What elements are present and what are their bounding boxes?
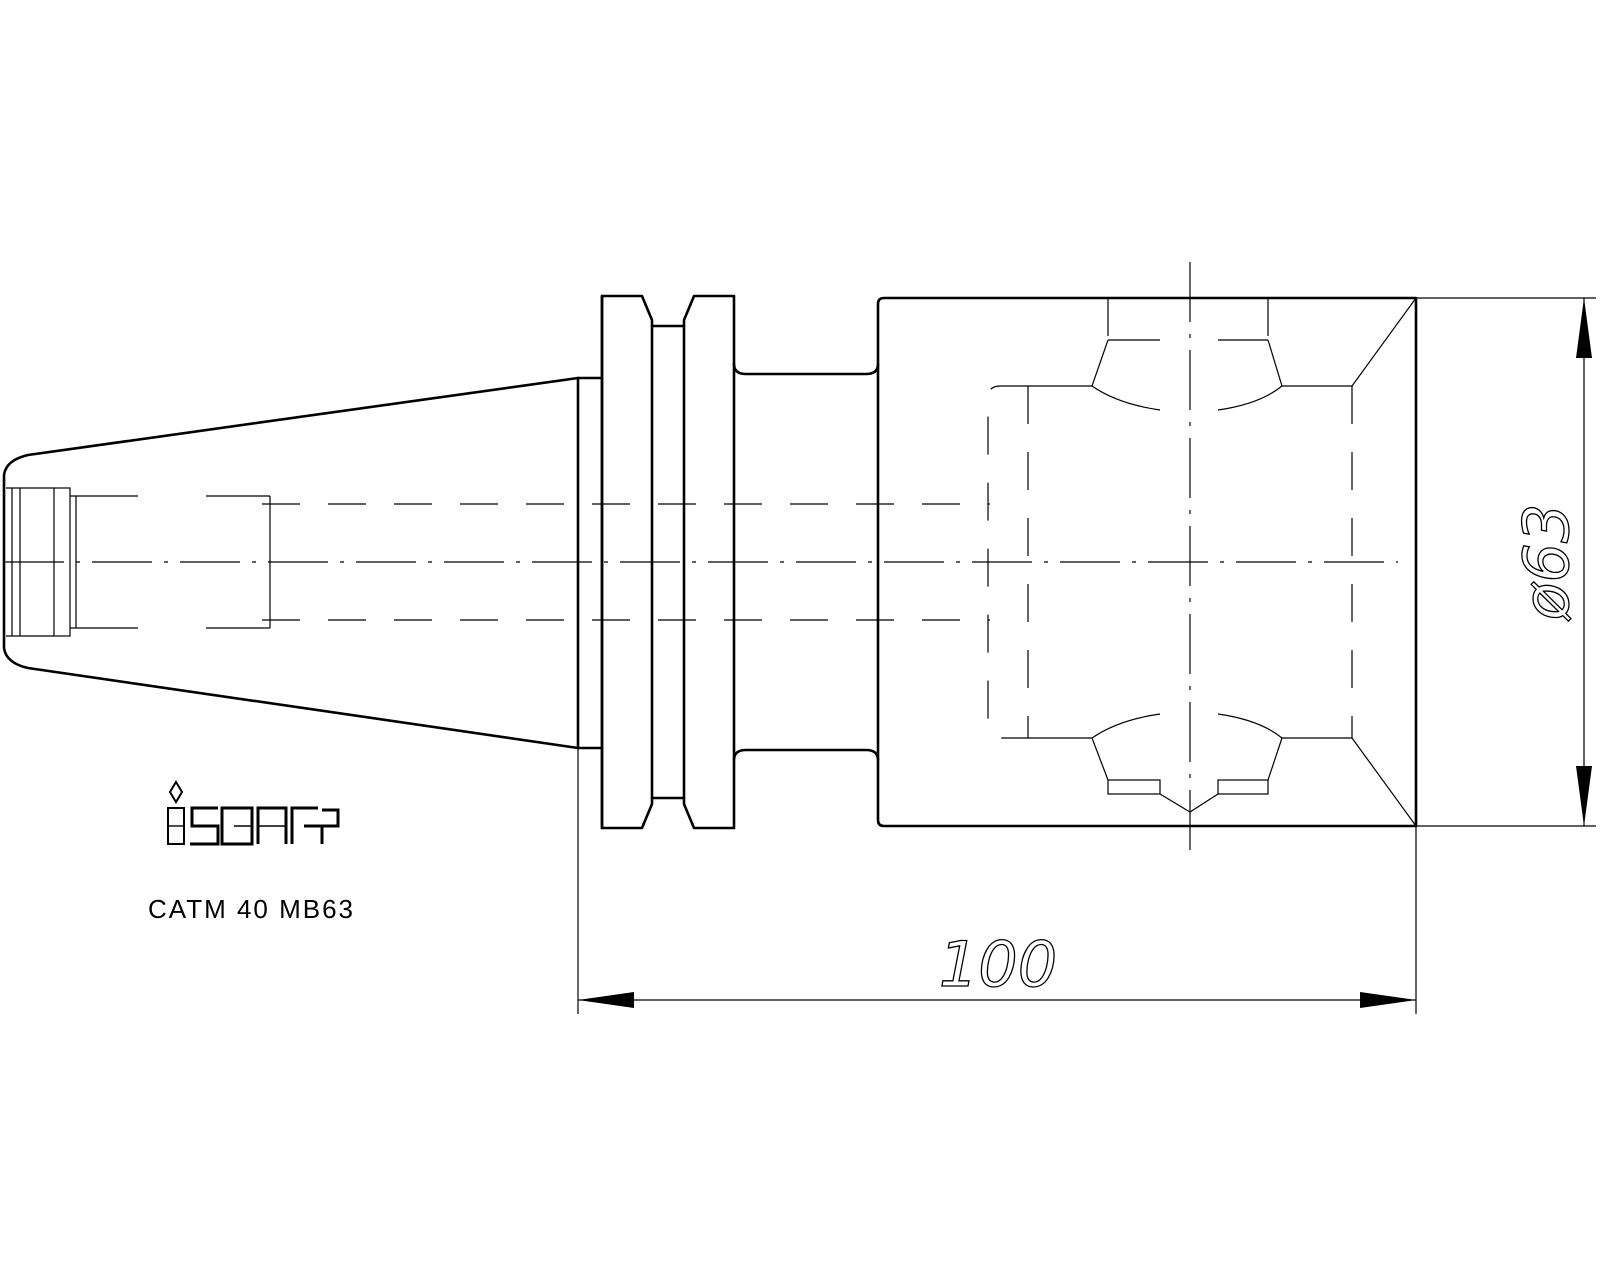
iscar-logo-icon bbox=[167, 780, 340, 846]
internal-pocket bbox=[987, 297, 1417, 827]
arrow-down-icon bbox=[1576, 766, 1592, 826]
diameter-dimension-text: ø63 bbox=[1510, 504, 1583, 622]
dimension-length: 100 bbox=[577, 748, 1417, 1014]
body-block bbox=[876, 296, 1418, 828]
dimension-diameter: ø63 bbox=[1416, 297, 1596, 827]
v-flange bbox=[600, 294, 736, 830]
taper-cone bbox=[2, 376, 604, 750]
retention-bore bbox=[6, 487, 271, 637]
part-designation: CATM 40 MB63 bbox=[148, 894, 355, 924]
arrow-left-icon bbox=[578, 992, 634, 1008]
arrow-right-icon bbox=[1360, 992, 1416, 1008]
arrow-up-icon bbox=[1576, 298, 1592, 358]
length-dimension-text: 100 bbox=[939, 928, 1057, 1001]
